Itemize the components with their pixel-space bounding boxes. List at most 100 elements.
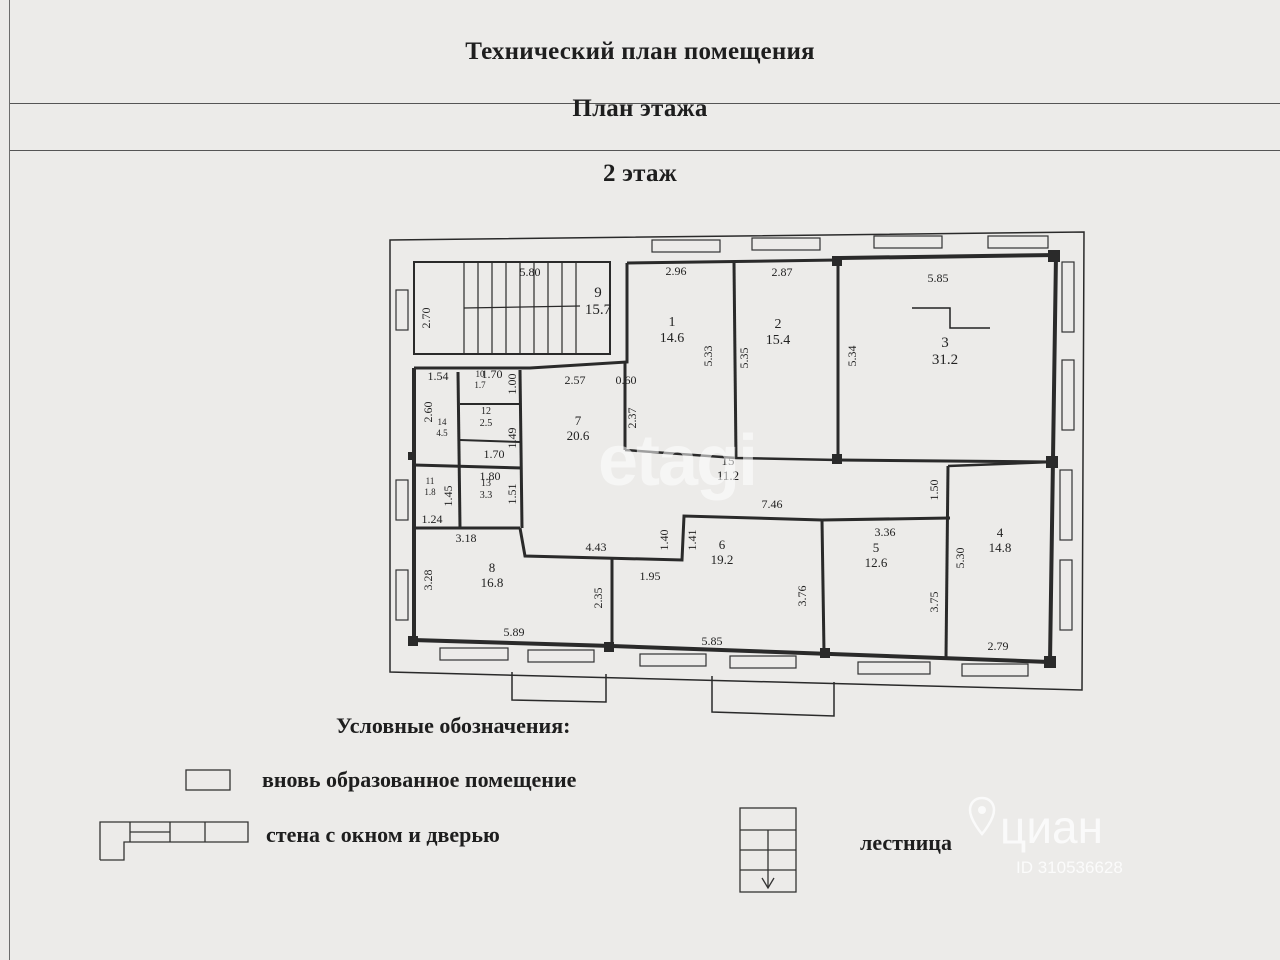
room-area-9: 15.7 [585, 302, 612, 318]
dimension-label: 3.28 [421, 570, 435, 591]
dimension-label: 2.37 [625, 408, 639, 429]
window-marks [395, 235, 1075, 677]
dimension-label: 5.34 [845, 346, 859, 367]
legend-stairs-label: лестница [860, 830, 952, 855]
staircase [463, 262, 581, 354]
dimension-label: 2.70 [419, 308, 433, 329]
room-area-14: 4.5 [436, 428, 448, 438]
legend-wall-symbol [99, 821, 249, 861]
room-number-14: 14 [438, 417, 448, 427]
wall-small-rooms-2 [518, 369, 524, 529]
wall-room12-bottom [459, 439, 521, 443]
dimension-label: 1.95 [640, 569, 661, 583]
room-area-13: 3.3 [480, 490, 493, 501]
legend-stairs-symbol [739, 807, 797, 893]
dimension-label: 3.76 [795, 586, 809, 607]
wall-corridor-top [624, 448, 839, 462]
wall-corridor-right [947, 460, 1053, 468]
wall-room3-bottom [837, 458, 1053, 464]
header-divider-2 [10, 150, 1280, 151]
dimension-label: 2.35 [591, 588, 605, 609]
room-number-7: 7 [575, 413, 582, 428]
room-number-10: 10 [476, 369, 486, 379]
room3-symbol [912, 307, 990, 329]
room-number-6: 6 [719, 537, 726, 552]
balcony-right [711, 676, 835, 717]
dimension-label: 3.36 [875, 525, 896, 539]
dimension-label: 2.57 [565, 373, 586, 387]
room-number-12: 12 [481, 406, 491, 417]
dimension-label: 1.80 [480, 469, 501, 483]
room-number-3: 3 [941, 335, 949, 351]
legend-new-room-label: вновь образованное помещение [262, 767, 577, 792]
cian-id-watermark: ID 310536628 [1016, 858, 1123, 877]
dimension-label: 5.85 [702, 634, 723, 648]
room-number-15: 15 [722, 453, 735, 468]
dimension-label: 5.80 [520, 265, 541, 279]
dimension-label: 1.45 [441, 486, 455, 507]
legend-title: Условные обозначения: [336, 713, 571, 738]
columns [408, 250, 1060, 668]
dimension-label: 2.96 [666, 264, 687, 278]
dimension-label: 7.46 [762, 497, 783, 511]
wall-room14-bottom [413, 463, 523, 470]
dimension-label: 2.60 [421, 402, 435, 423]
dimension-label: 1.24 [422, 512, 443, 526]
room-number-13: 13 [481, 478, 491, 489]
stair-block [413, 261, 611, 355]
room-area-15: 11.2 [717, 468, 739, 483]
exterior-wall [412, 252, 1059, 665]
dimension-label: 5.35 [737, 348, 751, 369]
floor-label: 2 этаж [603, 160, 677, 187]
wall-room7-bottom [518, 514, 951, 562]
dimension-label: 1.49 [505, 428, 519, 449]
room-number-8: 8 [489, 560, 496, 575]
room-number-2: 2 [775, 317, 782, 332]
room-number-1: 1 [669, 315, 676, 330]
dimension-label: 3.75 [927, 592, 941, 613]
wall-room5-4 [944, 465, 950, 659]
room-area-10: 1.7 [474, 380, 486, 390]
dimension-label: 1.50 [927, 480, 941, 501]
exterior-wall-top [626, 258, 839, 265]
dimension-label: 1.40 [657, 530, 671, 551]
legend-new-room-symbol [185, 769, 231, 791]
room-area-11: 1.8 [424, 487, 436, 497]
dimension-label: 1.70 [482, 367, 503, 381]
header-divider [10, 103, 1280, 104]
dimension-label: 5.85 [928, 271, 949, 285]
cian-pin-icon [968, 796, 996, 836]
balcony-left [511, 672, 607, 703]
wall-room1-left [414, 263, 629, 370]
dimension-label: 1.51 [505, 484, 519, 505]
room-area-7: 20.6 [567, 428, 590, 443]
plan-subtitle: План этажа [572, 95, 708, 122]
sheet-border-left [9, 0, 10, 960]
room-area-6: 19.2 [711, 552, 734, 567]
document-title: Технический план помещения [465, 38, 815, 65]
dimension-label: 3.18 [456, 531, 477, 545]
room-area-3: 31.2 [932, 352, 958, 368]
room-area-1: 14.6 [660, 331, 685, 346]
room-area-8: 16.8 [481, 575, 504, 590]
room-number-9: 9 [594, 285, 602, 301]
cian-watermark: циан [1000, 801, 1104, 853]
dimension-label: 1.54 [428, 369, 449, 383]
dimension-label: 2.87 [772, 265, 793, 279]
room-area-2: 15.4 [766, 333, 791, 348]
etagi-watermark: etagi [598, 421, 758, 501]
building-outline [389, 231, 1085, 691]
room-area-5: 12.6 [865, 555, 888, 570]
legend-wall-label: стена с окном и дверью [266, 822, 500, 847]
wall-room1-2 [732, 261, 738, 459]
dimension-label: 0.60 [616, 373, 637, 387]
dimension-label: 4.43 [586, 540, 607, 554]
room-area-12: 2.5 [480, 418, 493, 429]
room-area-4: 14.8 [989, 540, 1012, 555]
dimension-label: 1.00 [505, 374, 519, 395]
dimension-label: 1.70 [484, 447, 505, 461]
room-number-5: 5 [873, 540, 880, 555]
dimension-label: 5.33 [701, 346, 715, 367]
